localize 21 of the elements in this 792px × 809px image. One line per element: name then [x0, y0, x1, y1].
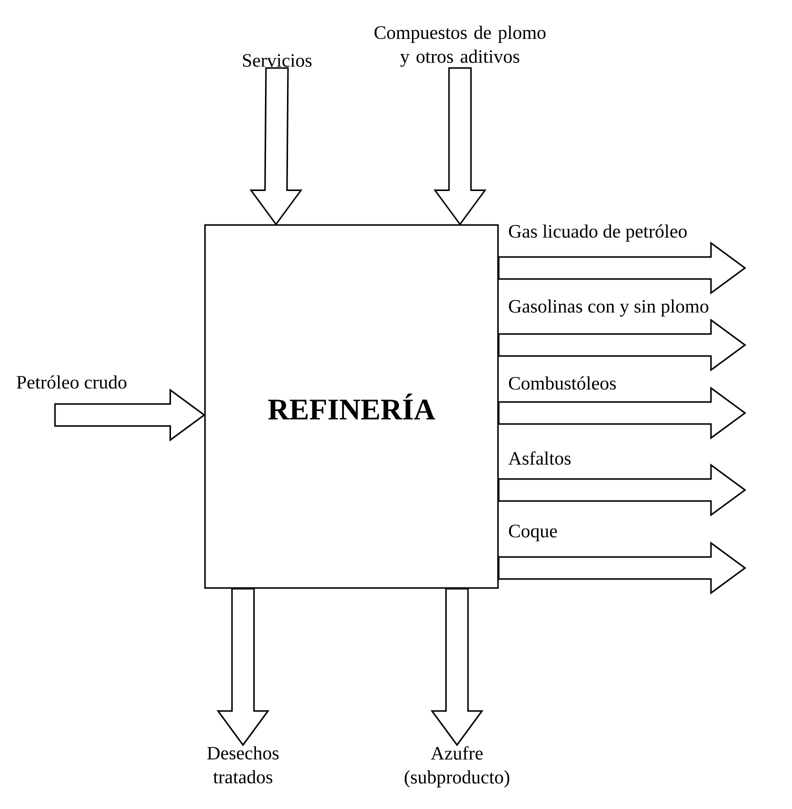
edge-label: Coque — [508, 524, 557, 542]
block-arrow — [498, 242, 746, 294]
edge-label: Gasolinas con y sin plomo — [508, 299, 708, 317]
block-arrow — [216, 588, 270, 746]
flow-label: Servicios — [243, 54, 312, 67]
flow-label: Compuestos de plomo y otros aditivos — [374, 26, 546, 67]
block-arrow — [498, 318, 746, 372]
edge-label: Asfaltos — [508, 451, 571, 465]
edge-label: Petróleo crudo — [16, 375, 126, 389]
block-arrow — [54, 388, 206, 442]
edge-label: Gas licuado de petróleo — [508, 224, 687, 242]
block-arrow — [498, 386, 746, 440]
process-box: REFINERÍA — [204, 224, 499, 589]
block-arrow — [498, 464, 746, 516]
block-arrow — [430, 588, 484, 746]
edge-label: Combustóleos — [508, 376, 616, 390]
block-arrow — [250, 67, 302, 226]
flow-label: Desechos tratados — [207, 746, 279, 784]
block-arrow — [434, 67, 486, 226]
block-arrow — [498, 542, 746, 594]
flow-label: Azufre (subproducto) — [404, 746, 510, 788]
